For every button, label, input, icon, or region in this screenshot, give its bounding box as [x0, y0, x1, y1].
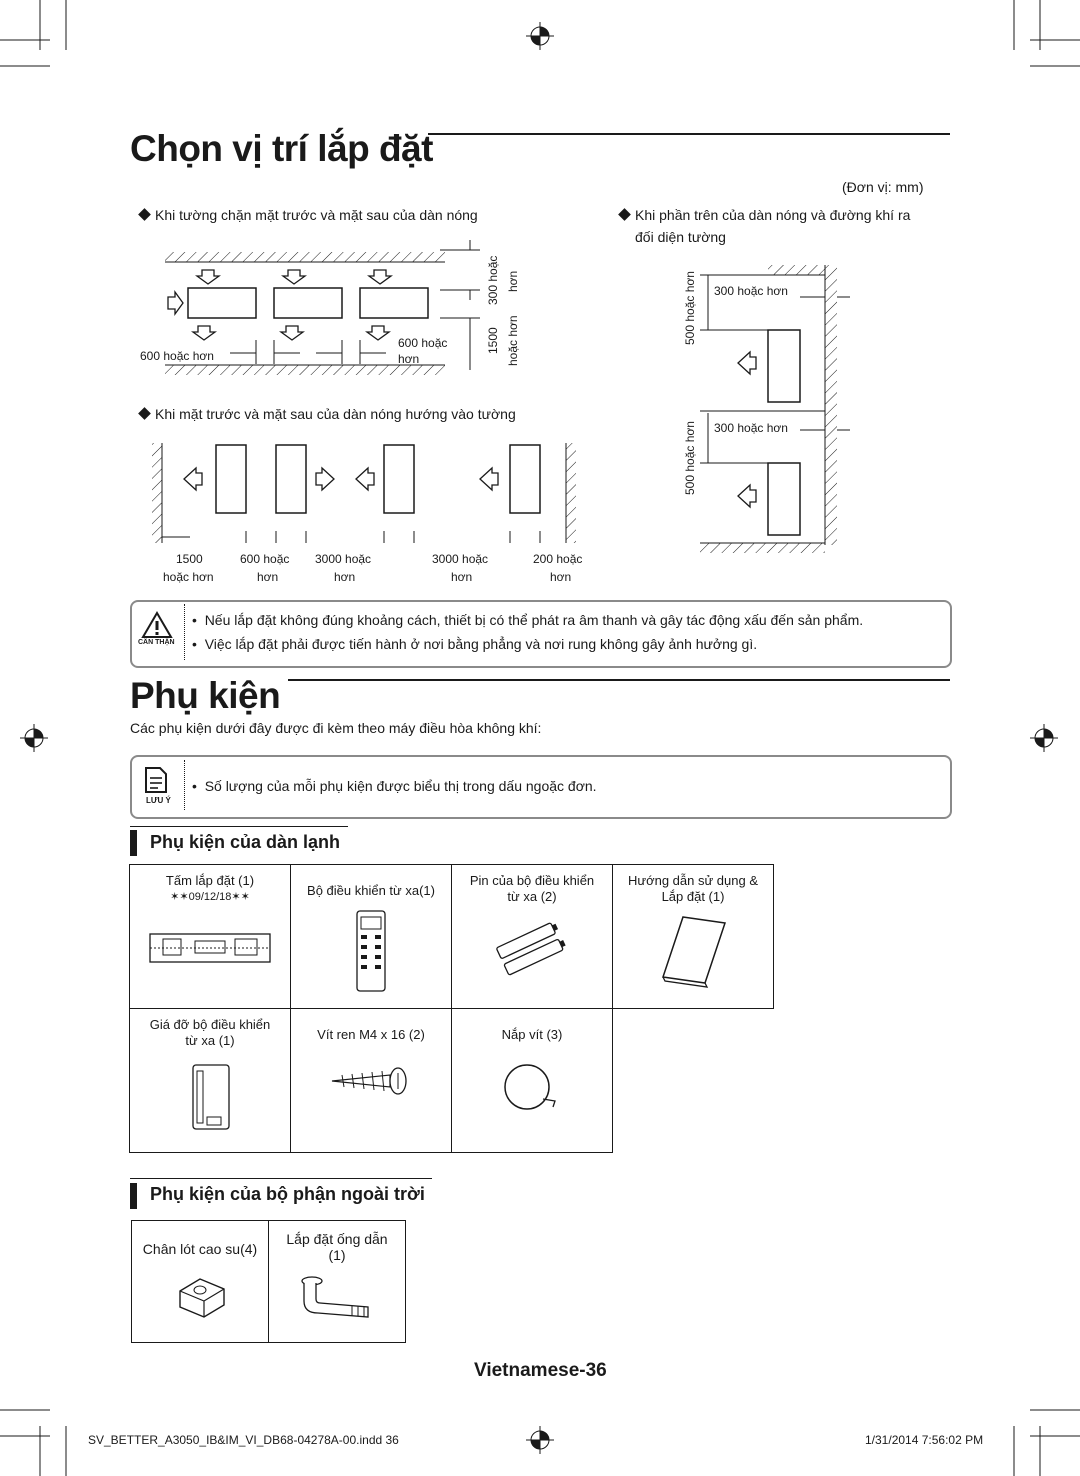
dim3-3b: hơn — [334, 570, 356, 584]
dim3-1b: hoặc hơn — [163, 570, 214, 584]
diagram-walls-front-back — [165, 240, 480, 375]
dim3-1a: 1500 — [176, 552, 203, 566]
page-label: Vietnamese-36 — [474, 1360, 607, 1381]
cell-empty — [612, 1008, 774, 1153]
bullet-diamond-icon — [138, 208, 151, 221]
title-rule — [428, 133, 950, 135]
cell-remote-holder: Giá đỡ bộ điều khiển từ xa (1) — [129, 1008, 291, 1153]
note-document-icon — [145, 767, 167, 793]
footer-date: 1/31/2014 7:56:02 PM — [865, 1433, 984, 1447]
caution-label: CẨN THẬN — [138, 639, 175, 646]
dim-bottom-horizontal: 300 hoặc hơn — [714, 421, 788, 435]
footer-filename: SV_BETTER_A3050_IB&IM_VI_DB68-04278A-00.… — [88, 1433, 399, 1447]
dim3-5b: hơn — [550, 570, 572, 584]
remote-control-icon — [356, 910, 386, 992]
note-divider — [184, 760, 186, 810]
cell-remote-control: Bộ điều khiển từ xa(1) — [290, 864, 452, 1009]
indoor-accessories-table: Tấm lắp đặt (1) ✶✶09/12/18✶✶ Bộ điều khi… — [129, 864, 774, 1153]
subsection-marker — [130, 1183, 137, 1209]
dim3-3a: 3000 hoặc — [315, 552, 372, 566]
diagram-front-back-facing-wall — [152, 443, 576, 543]
dim-top-2: hơn — [506, 270, 520, 292]
dim-top-vertical: 500 hoặc hơn — [683, 271, 697, 345]
caution-item-1: • Nếu lắp đặt không đúng khoảng cách, th… — [192, 612, 864, 628]
installation-plate-icon — [149, 933, 271, 963]
case2-caption: Khi phần trên của dàn nóng và đường khí … — [618, 207, 910, 223]
drain-pipe-icon — [301, 1276, 369, 1318]
dim-bottom-2: hoặc hơn — [506, 315, 520, 366]
cell-drain-pipe: Lắp đặt ống dẫn (1) — [268, 1220, 406, 1343]
unit-label: (Đơn vị: mm) — [842, 179, 924, 195]
case3-caption: Khi mặt trước và mặt sau của dàn nóng hư… — [138, 406, 516, 422]
batteries-icon — [496, 922, 566, 976]
outdoor-accessories-title: Phụ kiện của bộ phận ngoài trời — [150, 1184, 425, 1204]
dim-top-1: 300 hoặc — [486, 255, 500, 305]
dim-left: 600 hoặc hơn — [140, 349, 214, 363]
rubber-leg-icon — [179, 1278, 225, 1318]
dim3-2a: 600 hoặc — [240, 552, 290, 566]
bullet-diamond-icon — [138, 407, 151, 420]
case2-caption-line2: đối diện tường — [635, 229, 726, 245]
dim3-4a: 3000 hoặc — [432, 552, 489, 566]
subsection-rule — [130, 826, 348, 827]
dim3-4b: hơn — [451, 570, 473, 584]
dim-mid-2: hơn — [398, 352, 420, 366]
screw-cap-icon — [504, 1064, 556, 1110]
manual-book-icon — [662, 916, 726, 988]
cell-screws: Vít ren M4 x 16 (2) — [290, 1008, 452, 1153]
remote-holder-icon — [192, 1064, 230, 1130]
cell-rubber-leg: Chân lót cao su(4) — [131, 1220, 269, 1343]
warning-triangle-icon — [141, 611, 173, 638]
dim-mid-1: 600 hoặc — [398, 336, 448, 350]
note-item: • Số lượng của mỗi phụ kiện được biểu th… — [192, 778, 597, 794]
cell-installation-plate: Tấm lắp đặt (1) ✶✶09/12/18✶✶ — [129, 864, 291, 1009]
indoor-accessories-title: Phụ kiện của dàn lạnh — [150, 832, 341, 852]
section-title-installation-location: Chọn vị trí lắp đặt — [130, 128, 433, 169]
caution-box — [130, 600, 952, 668]
screw-icon — [331, 1067, 407, 1095]
section-title-accessories: Phụ kiện — [130, 675, 281, 716]
cell-batteries: Pin của bộ điều khiển từ xa (2) — [451, 864, 613, 1009]
accessories-intro: Các phụ kiện dưới đây được đi kèm theo m… — [130, 720, 542, 736]
bullet-diamond-icon — [618, 208, 631, 221]
title-rule — [288, 679, 950, 681]
note-label: LƯU Ý — [146, 796, 171, 805]
cell-screw-caps: Nắp vít (3) — [451, 1008, 613, 1153]
dim-bottom-1: 1500 — [486, 327, 500, 354]
dim-bottom-vertical: 500 hoặc hơn — [683, 421, 697, 495]
cell-user-manual: Hướng dẫn sử dụng & Lắp đặt (1) — [612, 864, 774, 1009]
case1-caption: Khi tường chặn mặt trước và mặt sau của … — [138, 207, 478, 223]
note-box — [130, 755, 952, 819]
subsection-marker — [130, 830, 137, 856]
caution-item-2: • Việc lắp đặt phải được tiến hành ở nơi… — [192, 636, 758, 652]
diagram-top-facing-wall — [700, 265, 850, 553]
dim3-5a: 200 hoặc — [533, 552, 583, 566]
outdoor-accessories-table: Chân lót cao su(4) Lắp đặt ống dẫn (1) — [131, 1220, 406, 1343]
subsection-rule — [130, 1178, 432, 1179]
dim-top-horizontal: 300 hoặc hơn — [714, 284, 788, 298]
dim3-2b: hơn — [257, 570, 279, 584]
caution-divider — [184, 604, 186, 660]
